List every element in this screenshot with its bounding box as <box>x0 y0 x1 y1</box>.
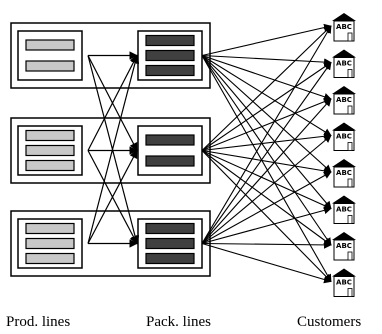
customers-label: Customers <box>297 314 362 330</box>
pack-to-customer-arrow <box>201 242 332 284</box>
prod-line-bar <box>25 144 75 157</box>
pack-to-customer-arrow <box>201 54 332 101</box>
customer-icon-text: ABC <box>336 206 352 214</box>
customer-icon: ABC <box>332 13 356 42</box>
customer-door <box>347 142 353 151</box>
pack-line-bar <box>145 49 195 62</box>
pack-to-customer-arrow <box>201 55 332 173</box>
customer-roof <box>332 13 356 21</box>
pack-to-customer-arrow <box>201 171 332 244</box>
customer-icon: ABC <box>332 49 356 78</box>
pack-line-bar <box>145 252 195 265</box>
pack-line-bar <box>145 237 195 250</box>
prod-line-bar <box>25 60 75 72</box>
customer-icon: ABC <box>332 268 356 297</box>
customer-icon: ABC <box>332 159 356 188</box>
pack-to-customer-arrow <box>201 23 332 57</box>
pack-line-bar <box>145 34 195 47</box>
prod-line-bar <box>25 39 75 51</box>
prod-line-bar <box>25 252 75 265</box>
pack-lines-label: Pack. lines <box>146 314 211 330</box>
customer-icon: ABC <box>332 86 356 115</box>
customer-door <box>347 178 353 188</box>
customer-icon: ABC <box>332 232 356 261</box>
pack-line-bar <box>145 155 195 167</box>
pack-to-customer-arrow <box>201 62 332 151</box>
prod-line-box <box>17 30 83 81</box>
customer-door <box>347 251 353 261</box>
pack-to-customer-arrow <box>201 150 332 246</box>
customer-roof <box>332 122 356 131</box>
customer-door <box>347 288 353 297</box>
pack-to-customer-arrow <box>201 55 332 136</box>
customer-roof <box>332 49 356 58</box>
pack-line-box <box>137 125 203 176</box>
customer-icon-text: ABC <box>336 279 352 287</box>
customer-icon-text: ABC <box>336 133 352 141</box>
pack-to-customer-arrow <box>201 55 332 210</box>
pack-to-customer-arrow <box>201 149 332 175</box>
customer-door <box>347 69 353 78</box>
plant-1 <box>10 22 211 89</box>
customer-roof <box>332 268 356 277</box>
prod-line-bar <box>25 159 75 172</box>
pack-to-customer-arrow <box>201 98 332 244</box>
pack-line-bar <box>145 64 195 77</box>
pack-to-customer-arrow <box>201 150 332 283</box>
customer-icon-text: ABC <box>336 242 352 250</box>
customer-icon: ABC <box>332 195 356 224</box>
pack-to-customer-arrow <box>201 55 332 246</box>
customer-door <box>347 32 353 42</box>
customer-roof <box>332 195 356 204</box>
prod-line-bar <box>25 222 75 235</box>
pack-to-customer-arrow <box>201 241 332 249</box>
customer-icon-text: ABC <box>336 60 352 68</box>
customer-icon-text: ABC <box>336 96 352 104</box>
customer-door <box>347 215 353 224</box>
customer-roof <box>332 159 356 167</box>
pack-to-customer-arrow <box>201 25 332 151</box>
customer-roof <box>332 86 356 94</box>
pack-to-customer-arrow <box>201 135 332 244</box>
prod-to-pack-arrow <box>87 54 140 244</box>
plant-3 <box>10 210 211 277</box>
pack-line-bar <box>145 222 195 235</box>
pack-to-customer-arrow <box>201 132 332 152</box>
pack-to-customer-arrow <box>201 61 332 244</box>
customer-door <box>347 105 353 115</box>
prod-line-bar <box>25 129 75 142</box>
prod-to-pack-arrow <box>87 54 138 151</box>
pack-to-customer-arrow <box>201 97 332 152</box>
prod-line-bar <box>25 237 75 250</box>
pack-line-bar <box>145 134 195 146</box>
pack-to-customer-arrow <box>201 206 332 245</box>
prod-to-pack-arrow <box>87 149 138 244</box>
pack-to-customer-arrow <box>201 149 332 210</box>
customer-roof <box>332 232 356 240</box>
customer-icon: ABC <box>332 122 356 151</box>
pack-to-customer-arrow <box>201 25 332 244</box>
customer-icon-text: ABC <box>336 169 352 177</box>
customer-icon-text: ABC <box>336 23 352 31</box>
pack-to-customer-arrow <box>201 55 332 283</box>
prod-lines-label: Prod. lines <box>6 314 71 330</box>
